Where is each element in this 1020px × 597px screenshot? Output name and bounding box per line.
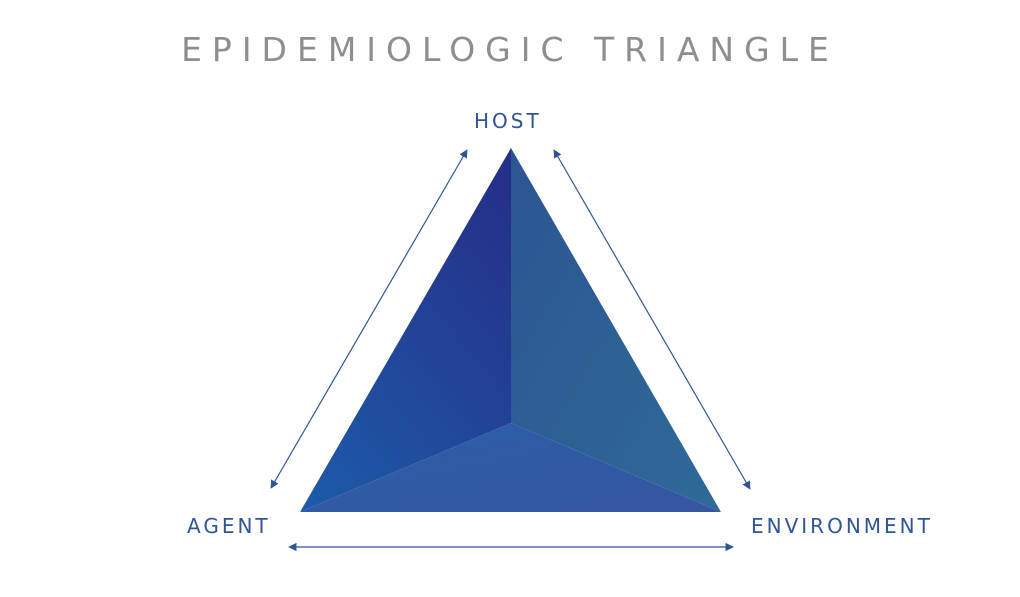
vertex-label-host: HOST [474, 109, 542, 133]
triangle-face-bottom [300, 423, 721, 512]
diagram-title: EPIDEMIOLOGIC TRIANGLE [181, 30, 839, 69]
vertex-label-environment: ENVIRONMENT [751, 514, 933, 538]
arrow-host-environment [553, 149, 751, 490]
arrow-agent-host [270, 149, 468, 489]
vertex-label-agent: AGENT [187, 514, 271, 538]
